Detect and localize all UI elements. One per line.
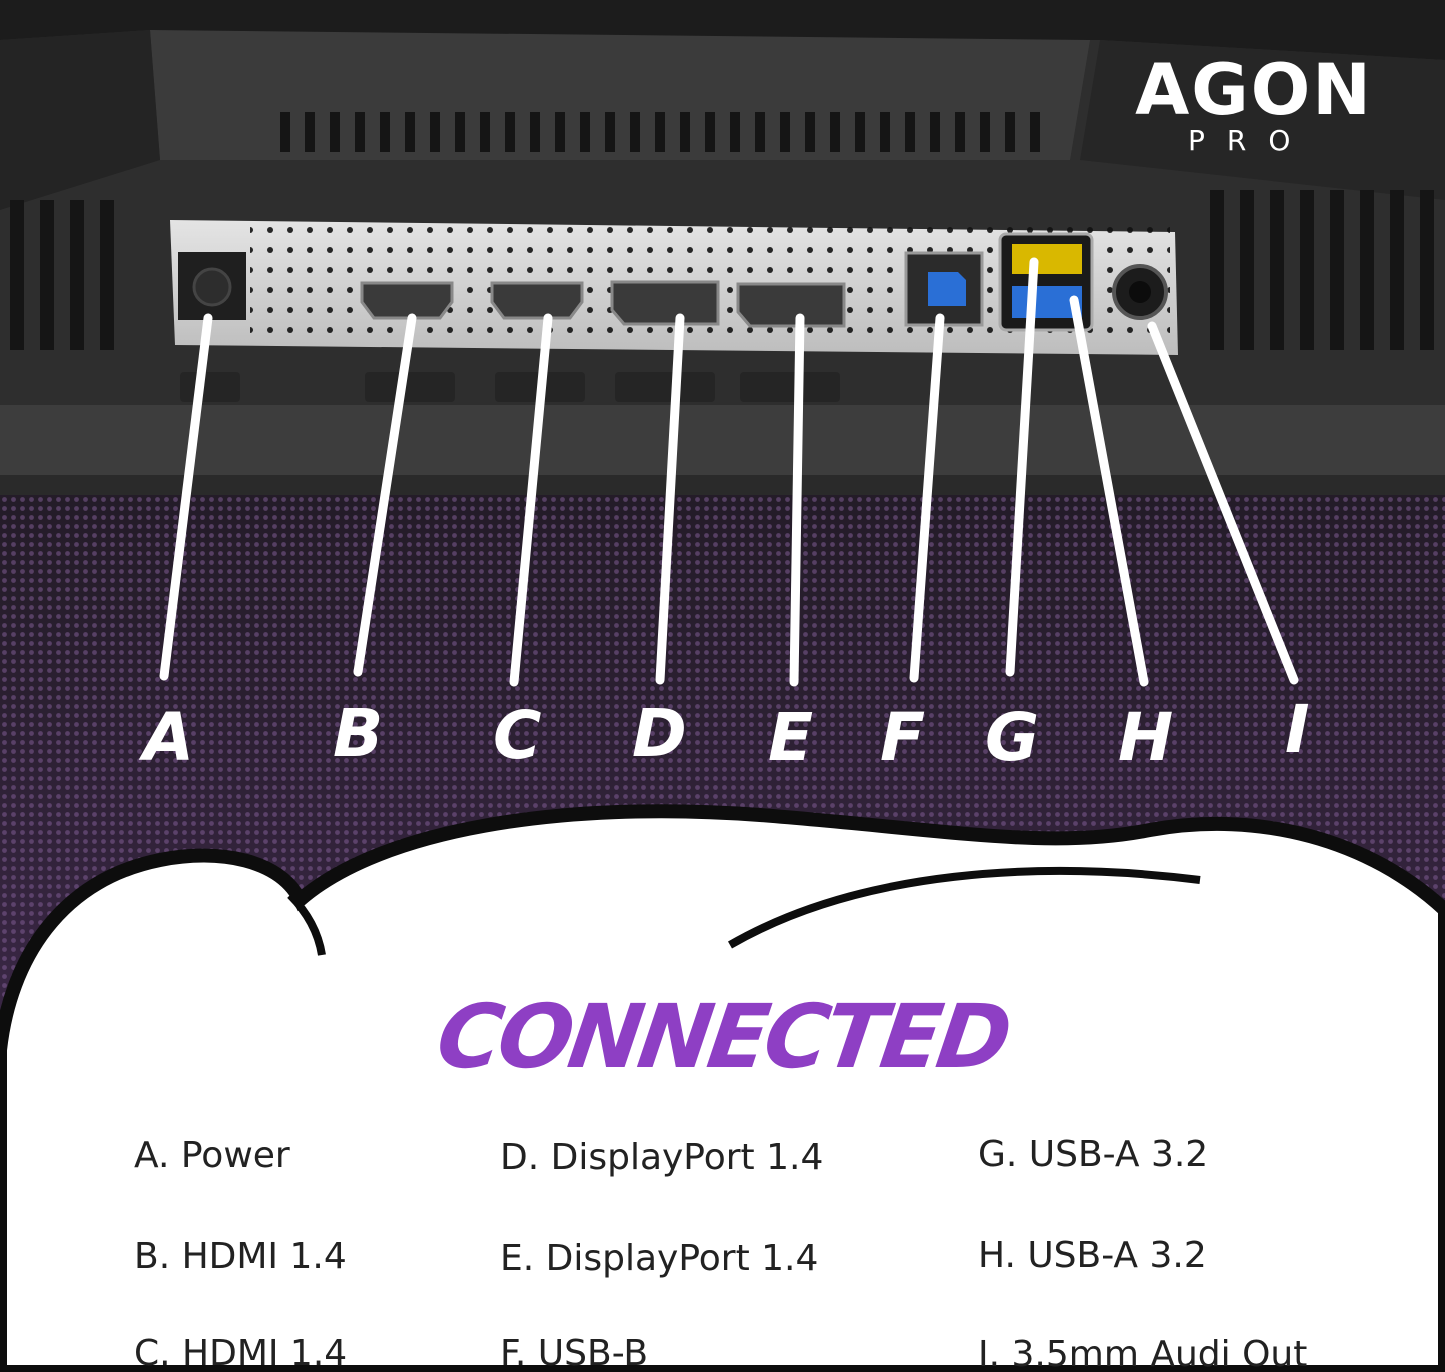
pointer-lines bbox=[159, 257, 1299, 687]
legend-item-g: G. USB-A 3.2 bbox=[978, 1134, 1209, 1175]
legend-item-a: A. Power bbox=[134, 1135, 290, 1176]
legend-item-c: C. HDMI 1.4 bbox=[134, 1333, 348, 1372]
port-letter-g: G bbox=[985, 699, 1039, 776]
legend-item-h: H. USB-A 3.2 bbox=[978, 1235, 1207, 1276]
port-letter-i: I bbox=[1285, 691, 1310, 768]
legend-item-b: B. HDMI 1.4 bbox=[134, 1236, 347, 1277]
brand-sub: PRO bbox=[1188, 124, 1313, 157]
io-panel bbox=[170, 220, 1178, 355]
legend-item-e: E. DisplayPort 1.4 bbox=[500, 1238, 819, 1279]
cloud-shape bbox=[0, 804, 1445, 1372]
port-letter-h: H bbox=[1118, 699, 1173, 776]
brand-name: AGON bbox=[1135, 49, 1373, 131]
port-letters: A B C D E F G H I bbox=[138, 691, 1310, 776]
legend-item-f: F. USB-B bbox=[500, 1333, 649, 1372]
page-title: CONNECTED bbox=[430, 985, 1015, 1088]
port-letter-f: F bbox=[880, 699, 925, 776]
monitor-housing bbox=[0, 0, 1445, 495]
port-letter-b: B bbox=[333, 695, 383, 772]
legend-item-d: D. DisplayPort 1.4 bbox=[500, 1137, 824, 1178]
legend-item-i: I. 3.5mm Audi Out bbox=[978, 1334, 1308, 1372]
port-letter-d: D bbox=[632, 695, 687, 772]
port-letter-c: C bbox=[493, 697, 541, 774]
displayport-d bbox=[610, 280, 720, 326]
displayport-e bbox=[736, 282, 846, 328]
port-letter-e: E bbox=[768, 699, 813, 776]
hdmi-port-c bbox=[490, 281, 584, 320]
port-letter-a: A bbox=[138, 699, 194, 776]
agon-pro-logo: AGON PRO bbox=[1128, 54, 1380, 156]
hdmi-port-b bbox=[360, 281, 454, 320]
